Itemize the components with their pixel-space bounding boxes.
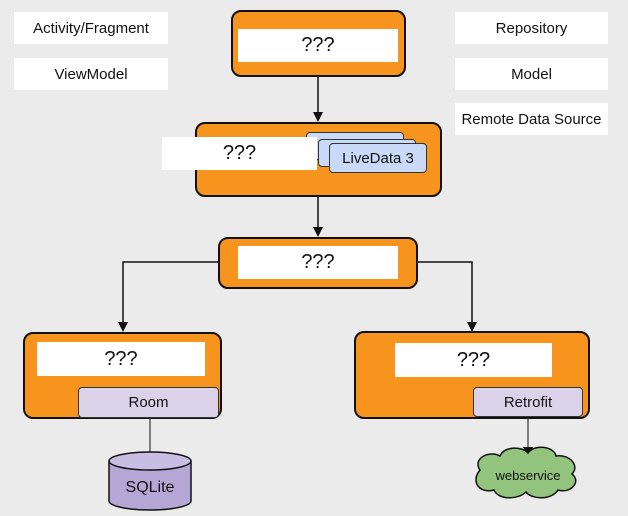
arrow-repository-to-local xyxy=(118,261,218,332)
viewmodel-slot: ??? xyxy=(162,137,317,170)
activity-fragment-slot: ??? xyxy=(238,29,398,62)
legend-remote-data-source: Remote Data Source xyxy=(455,103,608,135)
legend-repository: Repository xyxy=(455,12,608,44)
repository-slot: ??? xyxy=(238,246,398,279)
local-data-source-slot: ??? xyxy=(37,342,205,376)
legend-viewmodel: ViewModel xyxy=(14,58,168,90)
remote-data-source-slot: ??? xyxy=(395,343,552,377)
webservice-label: webservice xyxy=(495,467,561,483)
webservice-cloud-icon xyxy=(475,446,577,499)
livedata-3-card: LiveData 3 xyxy=(329,143,427,173)
arrow-repository-to-remote xyxy=(418,261,477,332)
retrofit-chip: Retrofit xyxy=(473,387,583,417)
legend-activity-fragment: Activity/Fragment xyxy=(14,12,168,44)
sqlite-database-icon xyxy=(108,451,192,511)
legend-model: Model xyxy=(455,58,608,90)
room-chip: Room xyxy=(78,387,219,418)
sqlite-label: SQLite xyxy=(125,479,175,496)
